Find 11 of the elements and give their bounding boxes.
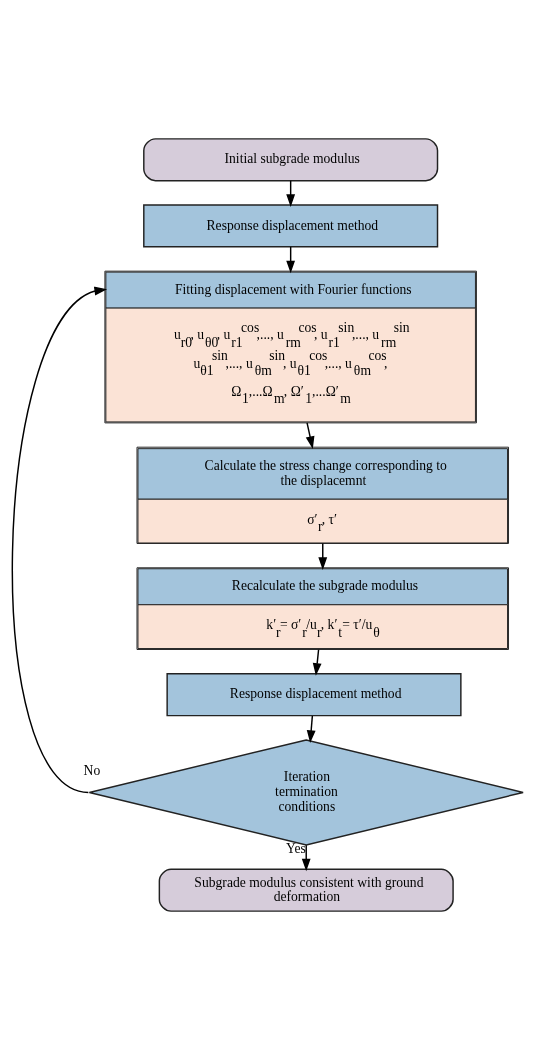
node-box: Response displacement method (143, 203, 439, 248)
edge-label: No (83, 762, 101, 778)
arrow (306, 714, 316, 743)
arrow (11, 286, 108, 793)
node-box: Response displacement method (166, 672, 462, 716)
arrow (305, 421, 315, 449)
edge-label: Yes (286, 840, 306, 856)
node-box: Initial subgrade modulus (143, 137, 439, 181)
arrow (312, 648, 322, 676)
node-box: Subgrade modulus consistent with ground deformation (158, 868, 454, 912)
arrow (301, 844, 311, 871)
